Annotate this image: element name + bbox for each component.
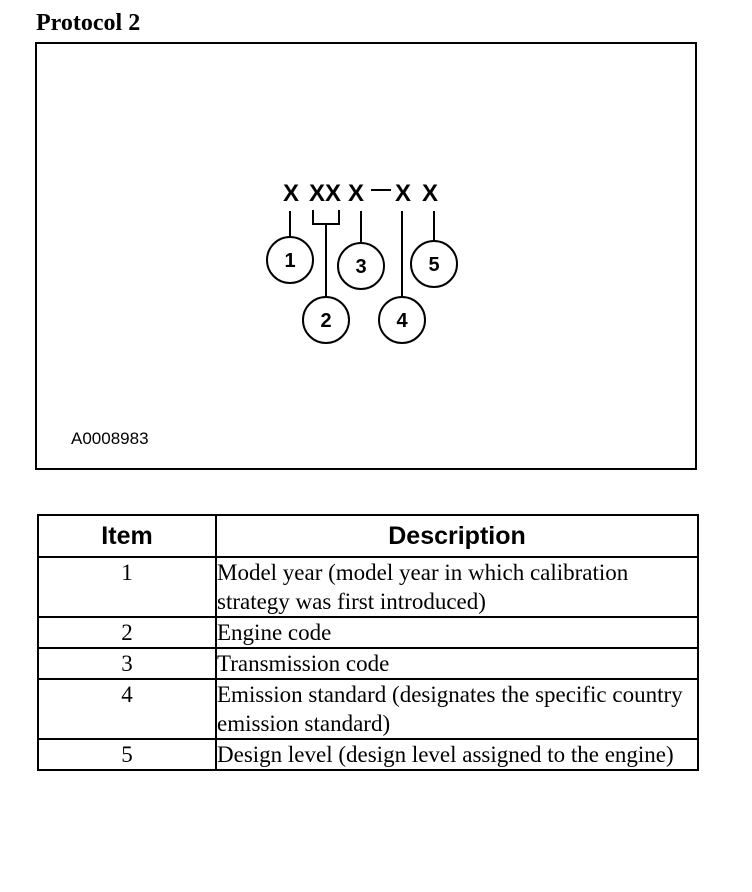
item-number: 3 bbox=[37, 647, 217, 680]
code-diagram-svg: X XX X X X 1 2 3 4 5 A0008983 bbox=[71, 180, 458, 448]
callout-label-2: 2 bbox=[320, 310, 331, 332]
table-row: 4 Emission standard (designates the spec… bbox=[37, 678, 699, 740]
page-title: Protocol 2 bbox=[36, 10, 141, 36]
item-description: Model year (model year in which calibrat… bbox=[215, 556, 699, 618]
item-description: Engine code bbox=[215, 616, 699, 649]
code-char-5: X bbox=[422, 180, 438, 207]
callout-label-5: 5 bbox=[428, 254, 439, 276]
column-header-description: Description bbox=[215, 514, 699, 558]
item-number: 2 bbox=[37, 616, 217, 649]
table-header-row: Item Description bbox=[37, 514, 699, 558]
code-char-4: X bbox=[395, 180, 411, 207]
table-row: 5 Design level (design level assigned to… bbox=[37, 738, 699, 771]
code-char-2: XX bbox=[309, 180, 341, 207]
item-description: Transmission code bbox=[215, 647, 699, 680]
callout-label-1: 1 bbox=[284, 250, 295, 272]
figure-id: A0008983 bbox=[71, 429, 149, 448]
code-char-3: X bbox=[348, 180, 364, 207]
item-number: 4 bbox=[37, 678, 217, 740]
callout-circle-2 bbox=[302, 296, 350, 344]
item-description: Emission standard (designates the specif… bbox=[215, 678, 699, 740]
callout-circle-5 bbox=[410, 240, 458, 288]
item-number: 1 bbox=[37, 556, 217, 618]
callout-circle-3 bbox=[337, 242, 385, 290]
item-description: Design level (design level assigned to t… bbox=[215, 738, 699, 771]
callout-circle-1 bbox=[266, 236, 314, 284]
callout-circle-4 bbox=[378, 296, 426, 344]
callout-label-4: 4 bbox=[396, 310, 408, 332]
callout-label-3: 3 bbox=[355, 256, 366, 278]
code-char-1: X bbox=[283, 180, 299, 207]
bracket-2 bbox=[312, 210, 340, 225]
column-header-item: Item bbox=[37, 514, 217, 558]
table-row: 1 Model year (model year in which calibr… bbox=[37, 556, 699, 618]
table-row: 3 Transmission code bbox=[37, 647, 699, 680]
item-number: 5 bbox=[37, 738, 217, 771]
items-table: Item Description 1 Model year (model yea… bbox=[37, 514, 699, 771]
code-diagram: X XX X X X 1 2 3 4 5 A0008983 bbox=[35, 42, 697, 470]
table-row: 2 Engine code bbox=[37, 616, 699, 649]
